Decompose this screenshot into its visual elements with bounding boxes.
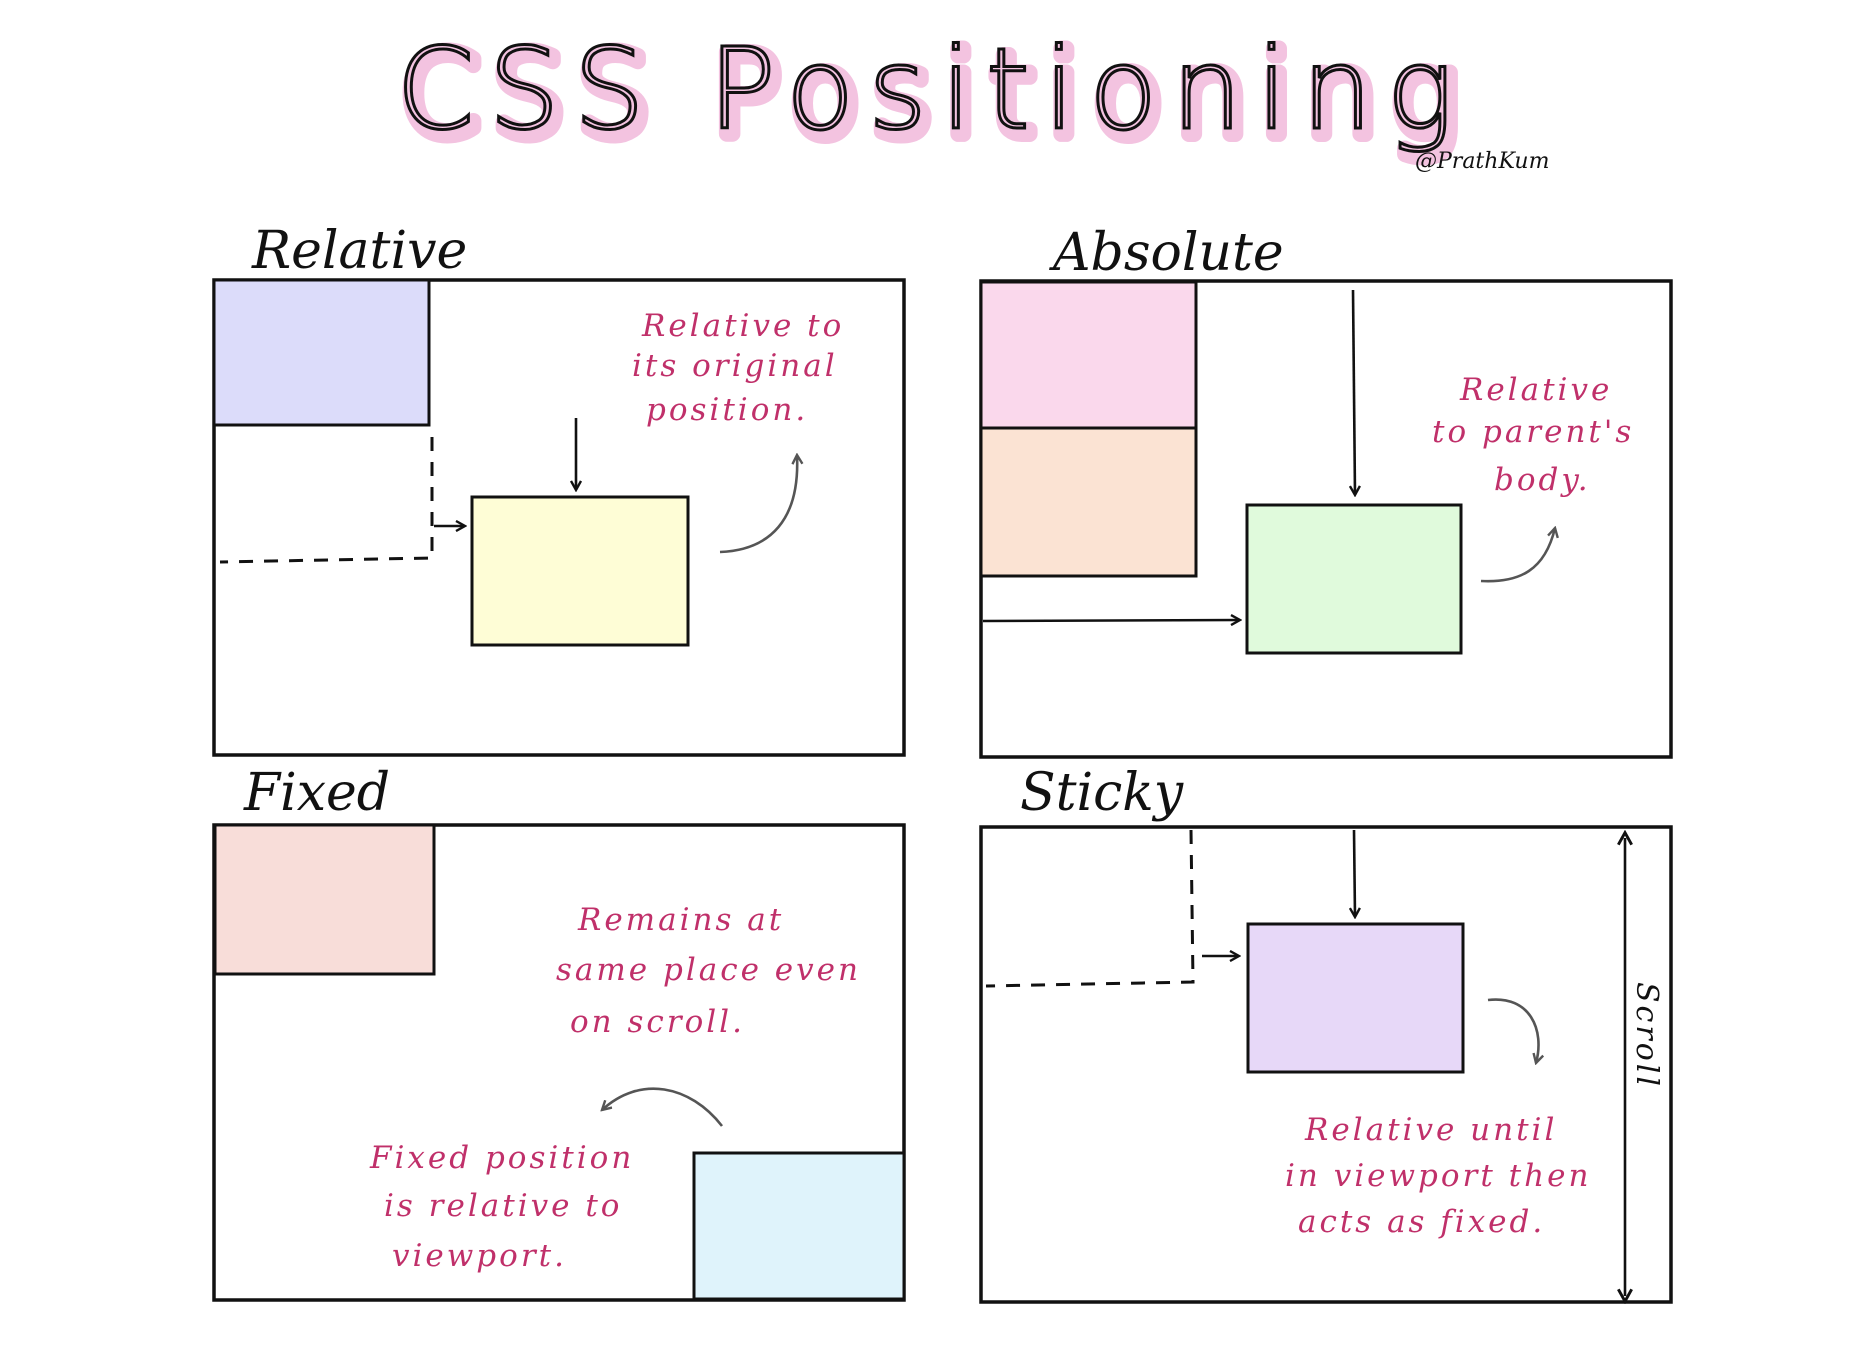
sticky-top-offset-arrow xyxy=(1354,829,1355,917)
relative-note-line-3: position. xyxy=(646,392,808,428)
relative-positioned-box xyxy=(470,495,690,647)
fixed-bottom-note-line-3: viewport. xyxy=(392,1238,567,1274)
relative-container xyxy=(212,278,906,757)
panel-title-sticky: Sticky xyxy=(1020,763,1184,823)
fixed-bottom-box xyxy=(692,1151,906,1301)
panel-title-fixed: Fixed xyxy=(243,763,390,823)
absolute-sibling-box-2 xyxy=(979,426,1198,578)
absolute-top-offset-arrow xyxy=(1353,289,1355,495)
fixed-top-note-line-3: on scroll. xyxy=(570,1004,745,1040)
page-title-highlight: CSS Positioning xyxy=(401,31,1472,161)
sticky-note-curve-arrow xyxy=(1487,998,1539,1063)
fixed-top-note-line-2: same place even xyxy=(556,952,861,988)
panel-relative: Relative Relative to its original positi… xyxy=(212,221,906,757)
relative-static-box xyxy=(212,278,431,427)
page-title: CSS Positioning CSS Positioning xyxy=(393,23,1472,169)
relative-note-line-1: Relative to xyxy=(641,308,844,344)
absolute-note-line-2: to parent's xyxy=(1432,414,1634,450)
absolute-sibling-box-1 xyxy=(979,280,1198,430)
fixed-container xyxy=(212,823,906,1302)
sticky-note-line-1: Relative until xyxy=(1304,1112,1557,1148)
sticky-note-line-3: acts as fixed. xyxy=(1298,1204,1545,1240)
fixed-note-curve-arrow xyxy=(602,1087,724,1127)
sticky-container xyxy=(979,825,1673,1304)
sticky-original-offset-dashes xyxy=(985,829,1195,988)
absolute-note-line-1: Relative xyxy=(1459,372,1612,408)
relative-original-offset-dashes xyxy=(219,437,434,564)
sticky-positioned-box xyxy=(1246,922,1465,1074)
absolute-left-offset-arrow xyxy=(982,620,1240,621)
relative-note-line-2: its original xyxy=(632,348,838,384)
panel-title-absolute: Absolute xyxy=(1049,223,1284,283)
absolute-positioned-box xyxy=(1245,503,1463,655)
panel-fixed: Fixed Remains at same place even on scro… xyxy=(212,763,906,1302)
fixed-top-note-line-1: Remains at xyxy=(577,902,784,938)
absolute-note-curve-arrow xyxy=(1480,528,1555,583)
page-title-text: CSS Positioning xyxy=(396,25,1467,155)
fixed-bottom-note-line-2: is relative to xyxy=(384,1188,622,1224)
sticky-note-line-2: in viewport then xyxy=(1285,1158,1591,1194)
panel-title-relative: Relative xyxy=(251,221,467,281)
fixed-top-box xyxy=(213,823,436,976)
fixed-bottom-note-line-1: Fixed position xyxy=(369,1140,634,1176)
relative-note-curve-arrow xyxy=(719,455,797,554)
absolute-note-line-3: body. xyxy=(1494,462,1591,498)
panel-sticky: Sticky Scroll Relative until in viewport… xyxy=(979,763,1673,1304)
sticky-scroll-label: Scroll xyxy=(1629,982,1664,1089)
credit-handle: @PrathKum xyxy=(1415,149,1549,174)
panel-absolute: Absolute Relative to parent's body. xyxy=(979,223,1673,759)
